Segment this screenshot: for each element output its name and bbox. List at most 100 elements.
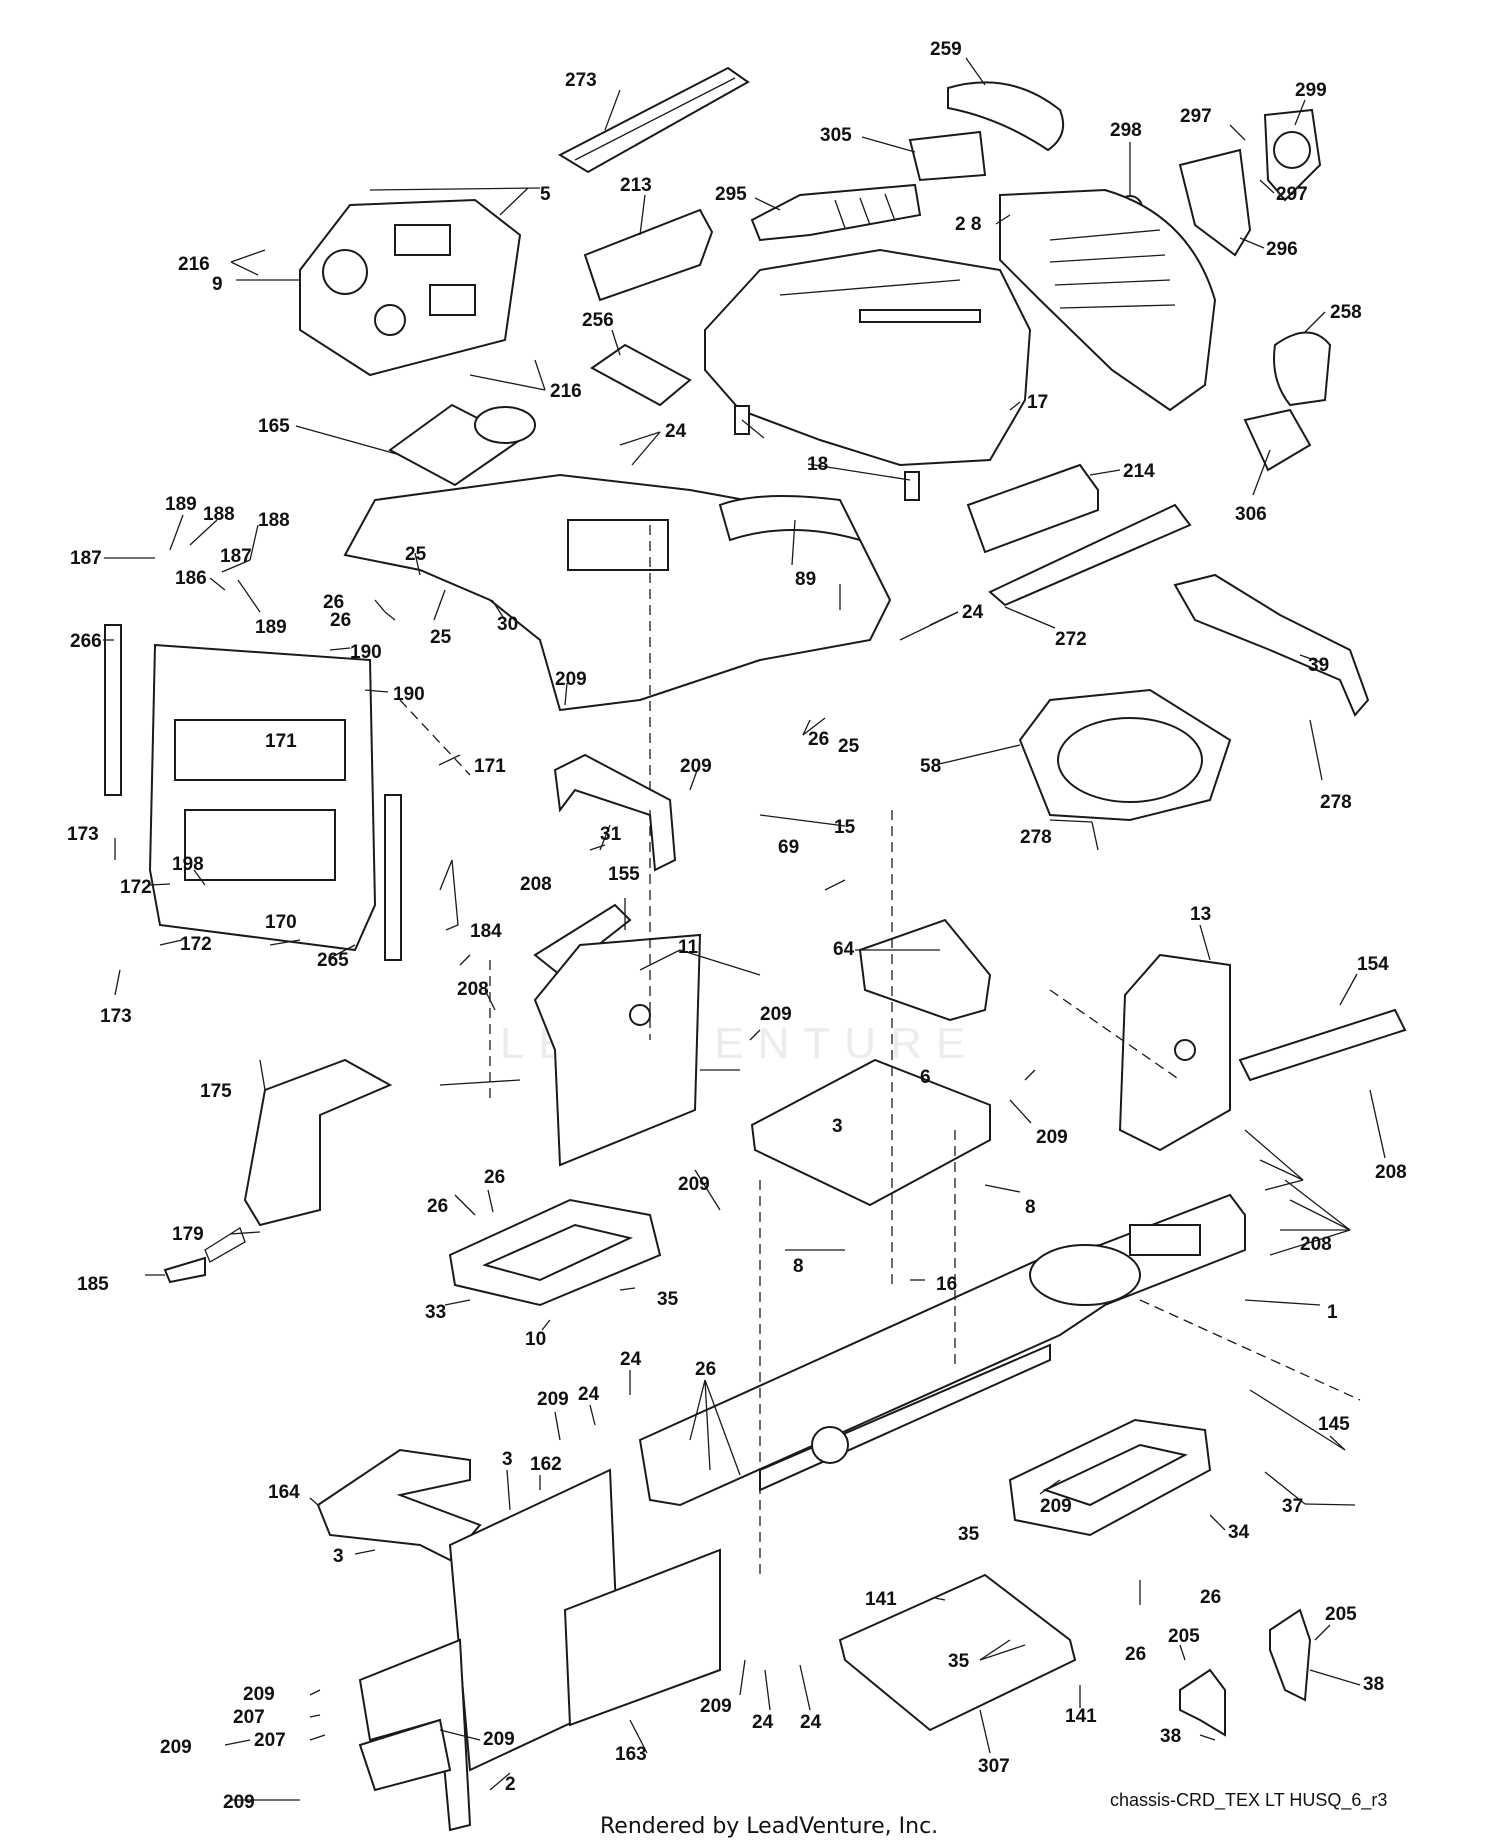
leader-lines <box>103 57 1386 1801</box>
part-11 <box>533 933 702 1167</box>
callout-10: 10 <box>525 1329 546 1350</box>
callout-259: 259 <box>930 39 962 60</box>
part-306 <box>1243 408 1312 472</box>
callout-35: 35 <box>958 1524 980 1545</box>
part-6 <box>750 1058 991 1207</box>
part-273 <box>557 66 750 174</box>
callout-297: 297 <box>1276 184 1308 205</box>
callout-25: 25 <box>430 627 452 648</box>
part-307 <box>838 1573 1077 1732</box>
callout-141: 141 <box>1065 1706 1097 1727</box>
callout-9: 9 <box>212 274 223 295</box>
callout-172: 172 <box>120 877 152 898</box>
callout-1: 1 <box>1327 1302 1338 1323</box>
callout-190: 190 <box>393 684 425 705</box>
callout-256: 256 <box>582 310 614 331</box>
part-259 <box>947 81 1064 152</box>
callout-209: 209 <box>537 1389 569 1410</box>
callout-295: 295 <box>715 184 747 205</box>
callout-173: 173 <box>67 824 99 845</box>
callout-278: 278 <box>1020 827 1052 848</box>
part-266 <box>104 624 122 796</box>
callout-296: 296 <box>1266 239 1298 260</box>
callout-165: 165 <box>258 416 290 437</box>
callout-188: 188 <box>258 510 290 531</box>
callout-24: 24 <box>578 1384 600 1405</box>
callout-34: 34 <box>1228 1522 1250 1543</box>
part-165 <box>388 403 536 487</box>
callout-164: 164 <box>268 1482 300 1503</box>
part-34 <box>1008 1418 1212 1537</box>
part-258 <box>1273 331 1332 407</box>
callout-31: 31 <box>600 824 622 845</box>
callout-205: 205 <box>1325 1604 1357 1625</box>
part-305 <box>908 130 987 182</box>
callout-258: 258 <box>1330 302 1362 323</box>
callout-8: 8 <box>1025 1197 1036 1218</box>
callout-25: 25 <box>405 544 427 565</box>
callout-175: 175 <box>200 1081 232 1102</box>
callout-38: 38 <box>1363 1674 1384 1695</box>
callout-185: 185 <box>77 1274 109 1295</box>
callout-273: 273 <box>565 70 597 91</box>
callout-171: 171 <box>474 756 506 777</box>
callout-297: 297 <box>1180 106 1212 127</box>
part-163 <box>563 1548 721 1727</box>
callout-8: 8 <box>793 1256 804 1277</box>
callout-162: 162 <box>530 1454 562 1475</box>
callout-154: 154 <box>1357 954 1389 975</box>
part-164 <box>316 1448 482 1562</box>
callout-26: 26 <box>1125 1644 1146 1665</box>
callout-207: 207 <box>254 1730 286 1751</box>
part-296 <box>1178 148 1252 257</box>
part-39 <box>1173 573 1370 717</box>
callout-209: 209 <box>243 1684 275 1705</box>
callout-184: 184 <box>470 921 502 942</box>
drawing-code: chassis-CRD_TEX LT HUSQ_6_r3 <box>1110 1790 1387 1811</box>
callout-26: 26 <box>427 1196 448 1217</box>
callout-272: 272 <box>1055 629 1087 650</box>
callout-28: 2 8 <box>955 214 981 235</box>
callout-188: 188 <box>203 504 235 525</box>
callout-24: 24 <box>665 421 687 442</box>
part-214 <box>966 463 1099 554</box>
callout-307: 307 <box>978 1756 1010 1777</box>
callout-266: 266 <box>70 631 102 652</box>
callout-13: 13 <box>1190 904 1211 925</box>
callout-298: 298 <box>1110 120 1142 141</box>
callout-189: 189 <box>255 617 287 638</box>
callout-209: 209 <box>700 1696 732 1717</box>
callout-89: 89 <box>795 569 816 590</box>
part-9 <box>299 198 522 377</box>
part-175 <box>243 1058 393 1227</box>
callout-24: 24 <box>962 602 984 623</box>
callout-141: 141 <box>865 1589 897 1610</box>
callout-209: 209 <box>483 1729 515 1750</box>
part-64 <box>858 918 992 1022</box>
callout-278: 278 <box>1320 792 1352 813</box>
callout-209: 209 <box>1040 1496 1072 1517</box>
callout-173: 173 <box>100 1006 132 1027</box>
callout-39: 39 <box>1308 655 1329 676</box>
callout-299: 299 <box>1295 80 1327 101</box>
callout-5: 5 <box>540 184 551 205</box>
part-185 <box>163 1256 206 1284</box>
callout-209: 209 <box>223 1792 255 1813</box>
part-256 <box>590 343 692 407</box>
part-1 <box>638 1193 1246 1507</box>
callout-209: 209 <box>760 1004 792 1025</box>
callout-209: 209 <box>680 756 712 777</box>
callout-208: 208 <box>1300 1234 1332 1255</box>
part-145 <box>1249 1389 1346 1451</box>
callout-209: 209 <box>555 669 587 690</box>
callout-15: 15 <box>834 817 856 838</box>
callout-3: 3 <box>333 1546 344 1567</box>
callout-213: 213 <box>620 175 652 196</box>
callout-26: 26 <box>695 1359 716 1380</box>
callout-18: 18 <box>807 454 828 475</box>
part-shapes <box>104 66 1407 1832</box>
callout-190: 190 <box>350 642 382 663</box>
callout-24: 24 <box>620 1349 642 1370</box>
part-17 <box>704 248 1032 467</box>
